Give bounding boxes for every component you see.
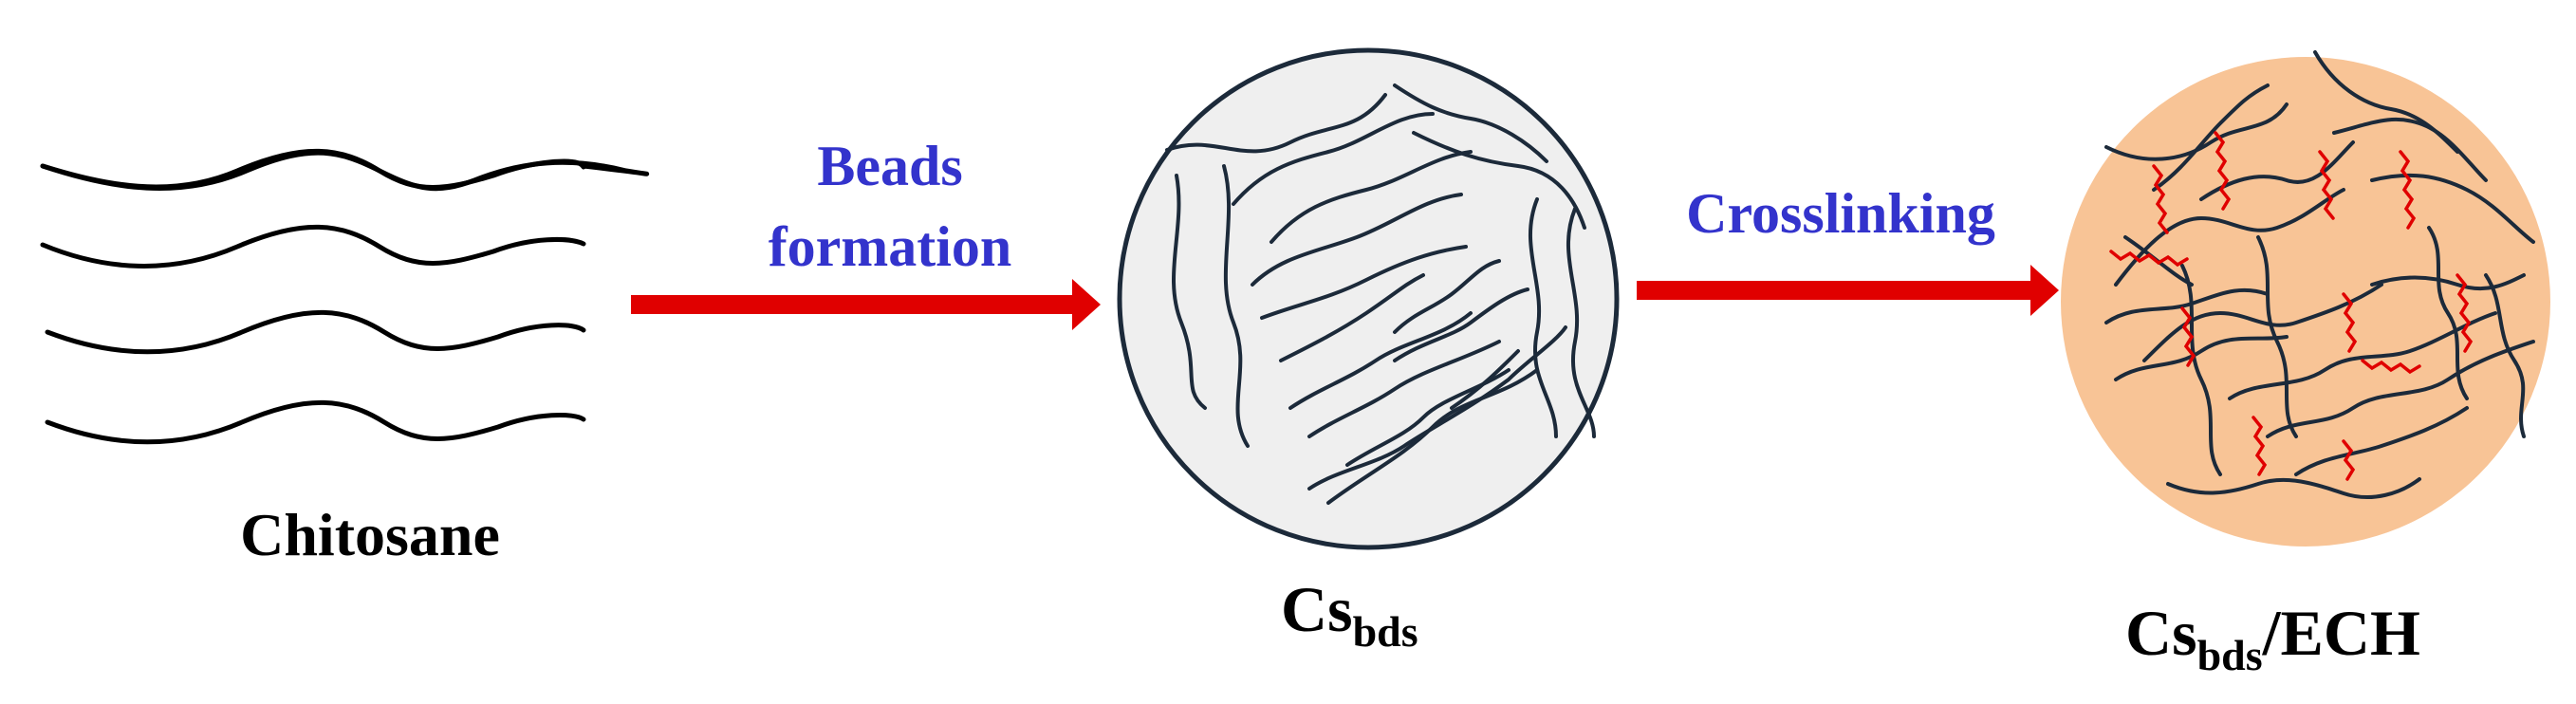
crosslinked-label-subscript: bds <box>2197 631 2263 679</box>
crosslinked-label-suffix: /ECH <box>2262 597 2420 669</box>
crosslinking-arrow <box>1637 265 2059 316</box>
beads-formation-label-line1: Beads <box>817 135 962 197</box>
crosslinked-label-main: Cs <box>2125 597 2197 669</box>
chitosan-bead <box>1117 47 1620 550</box>
chitosan-chain <box>40 148 586 190</box>
chitosan-chains <box>40 148 650 445</box>
chitosan-chain <box>45 399 586 445</box>
beads-formation-label-line2: formation <box>769 215 1012 278</box>
beads-label-main: Cs <box>1281 573 1353 645</box>
crosslinked-bead <box>2061 50 2550 547</box>
chitosan-chain <box>45 309 586 355</box>
beads-label: Csbds <box>1281 573 1418 656</box>
crosslinking-label: Crosslinking <box>1686 182 1995 245</box>
chitosan-chain <box>40 224 586 269</box>
crosslinked-beads-label: Csbds/ECH <box>2125 597 2420 679</box>
chitosan-label: Chitosane <box>240 501 500 568</box>
beads-label-subscript: bds <box>1353 607 1418 656</box>
chitosan-chain <box>40 150 650 192</box>
beads-formation-arrow <box>631 279 1101 330</box>
